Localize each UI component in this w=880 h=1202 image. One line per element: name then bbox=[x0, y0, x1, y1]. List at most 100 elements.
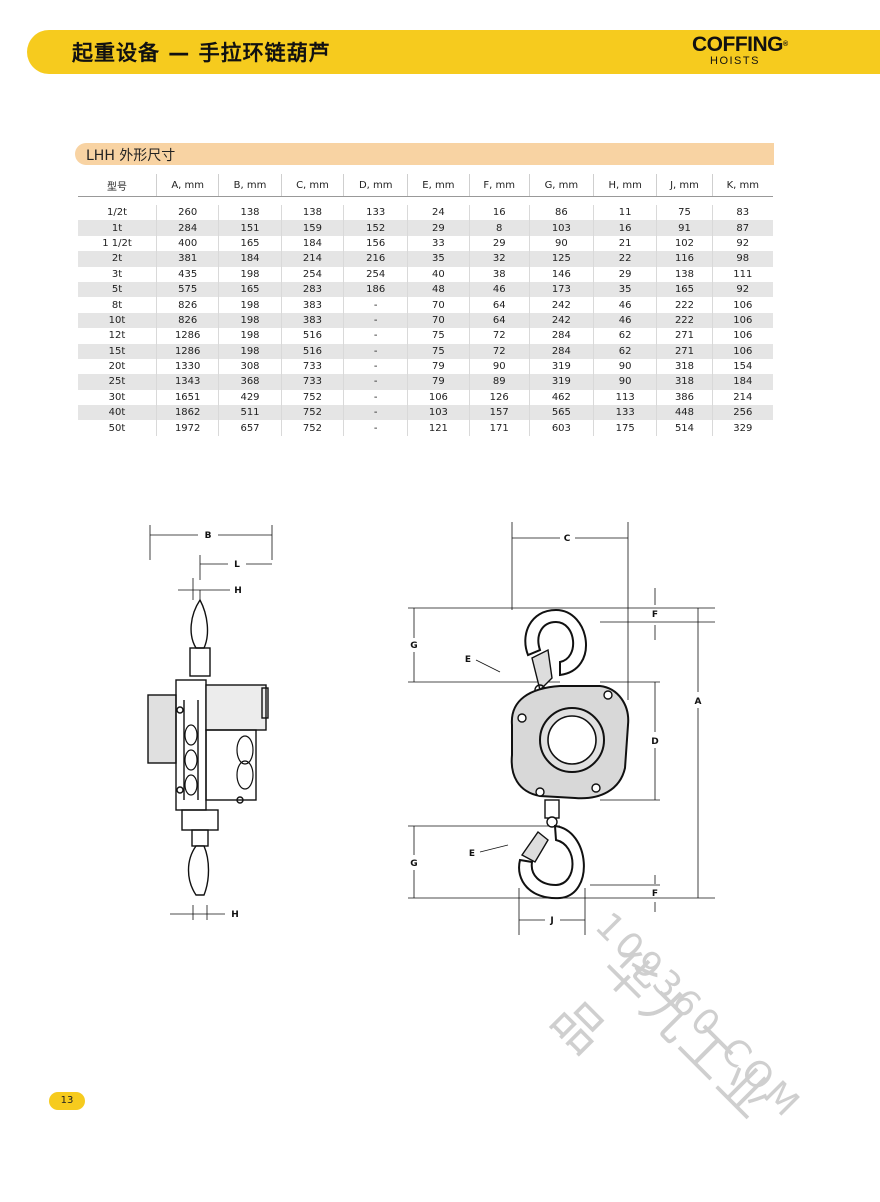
dimension-cell: 116 bbox=[656, 251, 713, 267]
dimension-cell: 156 bbox=[343, 235, 408, 252]
dimension-cell: 90 bbox=[592, 358, 657, 375]
page-number: 13 bbox=[49, 1092, 85, 1110]
dimension-cell: 283 bbox=[280, 281, 344, 298]
hoist-dimension-diagram: B L H H C F F G G E E D A J bbox=[147, 522, 715, 935]
dimension-cell: 92 bbox=[711, 281, 773, 298]
dimension-cell: 386 bbox=[656, 389, 713, 406]
dimension-cell: - bbox=[343, 312, 408, 329]
dimension-cell: 70 bbox=[407, 297, 470, 313]
dimension-cell: 98 bbox=[711, 251, 773, 267]
header-band bbox=[27, 30, 880, 74]
dimension-cell: 171 bbox=[468, 420, 530, 436]
column-header: 型号 bbox=[78, 174, 157, 197]
dimension-cell: 657 bbox=[218, 420, 282, 436]
label-F-top: F bbox=[652, 610, 658, 620]
column-header: D, mm bbox=[343, 174, 408, 197]
dimension-cell: 1330 bbox=[155, 358, 219, 375]
dimension-cell: 368 bbox=[218, 374, 282, 390]
model-cell: 20t bbox=[78, 358, 157, 375]
column-header: K, mm bbox=[711, 174, 773, 197]
dimension-cell: 138 bbox=[656, 266, 713, 282]
dimension-cell: 83 bbox=[711, 205, 773, 221]
dimension-cell: 826 bbox=[155, 297, 219, 313]
dimension-cell: 154 bbox=[711, 358, 773, 375]
dimension-cell: 271 bbox=[656, 343, 713, 359]
model-cell: 15t bbox=[78, 343, 157, 359]
dimension-cell: 752 bbox=[280, 420, 344, 436]
dimension-cell: 222 bbox=[656, 297, 713, 313]
dimension-cell: 16 bbox=[592, 220, 657, 236]
dimension-cell: 435 bbox=[155, 266, 219, 282]
model-cell: 10t bbox=[78, 312, 157, 329]
dimension-cell: 271 bbox=[656, 328, 713, 344]
dimension-cell: 308 bbox=[218, 358, 282, 375]
dimension-cell: 48 bbox=[407, 281, 470, 298]
table-spacer bbox=[78, 197, 773, 206]
dimension-cell: 216 bbox=[343, 251, 408, 267]
dimension-cell: 106 bbox=[711, 297, 773, 313]
dimension-cell: 222 bbox=[656, 312, 713, 329]
column-header: A, mm bbox=[155, 174, 219, 197]
dimension-cell: - bbox=[343, 297, 408, 313]
dimension-cell: 516 bbox=[280, 328, 344, 344]
dimension-cell: 16 bbox=[468, 205, 530, 221]
dimension-cell: - bbox=[343, 374, 408, 390]
dimension-cell: 165 bbox=[218, 281, 282, 298]
dimension-cell: 125 bbox=[528, 251, 594, 267]
dimension-cell: 106 bbox=[711, 312, 773, 329]
dimension-cell: 184 bbox=[218, 251, 282, 267]
dimension-cell: 318 bbox=[656, 358, 713, 375]
dimension-cell: 29 bbox=[468, 235, 530, 252]
dimension-cell: 284 bbox=[528, 328, 594, 344]
dimension-cell: 92 bbox=[711, 235, 773, 252]
model-cell: 5t bbox=[78, 281, 157, 298]
model-cell: 30t bbox=[78, 389, 157, 406]
label-B: B bbox=[205, 531, 212, 541]
dimension-cell: 106 bbox=[407, 389, 470, 406]
dimension-cell: 516 bbox=[280, 343, 344, 359]
dimension-cell: 79 bbox=[407, 374, 470, 390]
dimension-cell: 121 bbox=[407, 420, 470, 436]
dimension-cell: 72 bbox=[468, 328, 530, 344]
dimension-cell: 103 bbox=[528, 220, 594, 236]
dimension-cell: 64 bbox=[468, 312, 530, 329]
model-cell: 25t bbox=[78, 374, 157, 390]
dimension-cell: 35 bbox=[592, 281, 657, 298]
dimension-labels: B L H H C F F G G E E D A J bbox=[205, 531, 702, 926]
dimension-cell: 511 bbox=[218, 405, 282, 421]
dimension-cell: 90 bbox=[528, 235, 594, 252]
dimension-cell: - bbox=[343, 420, 408, 436]
dimension-cell: 90 bbox=[468, 358, 530, 375]
dimension-cell: 133 bbox=[343, 205, 408, 221]
label-D: D bbox=[651, 737, 658, 747]
dimension-cell: 733 bbox=[280, 358, 344, 375]
dimension-cell: 400 bbox=[155, 235, 219, 252]
dimension-cell: 383 bbox=[280, 312, 344, 329]
dimension-cell: 21 bbox=[592, 235, 657, 252]
dimension-cell: 429 bbox=[218, 389, 282, 406]
dimension-cell: 242 bbox=[528, 297, 594, 313]
model-cell: 1t bbox=[78, 220, 157, 236]
dimension-cell: 138 bbox=[280, 205, 344, 221]
logo-registered-mark: ® bbox=[783, 41, 788, 48]
dimension-cell: 184 bbox=[280, 235, 344, 252]
dimension-cell: 214 bbox=[711, 389, 773, 406]
dimension-cell: 381 bbox=[155, 251, 219, 267]
section-band bbox=[75, 143, 774, 165]
dimension-cell: 1286 bbox=[155, 343, 219, 359]
dimension-cell: 62 bbox=[592, 343, 657, 359]
dimension-cell: 89 bbox=[468, 374, 530, 390]
column-header: H, mm bbox=[592, 174, 657, 197]
front-view-drawing bbox=[408, 522, 715, 935]
dimension-cell: - bbox=[343, 343, 408, 359]
dimension-cell: 198 bbox=[218, 266, 282, 282]
column-header: E, mm bbox=[407, 174, 470, 197]
